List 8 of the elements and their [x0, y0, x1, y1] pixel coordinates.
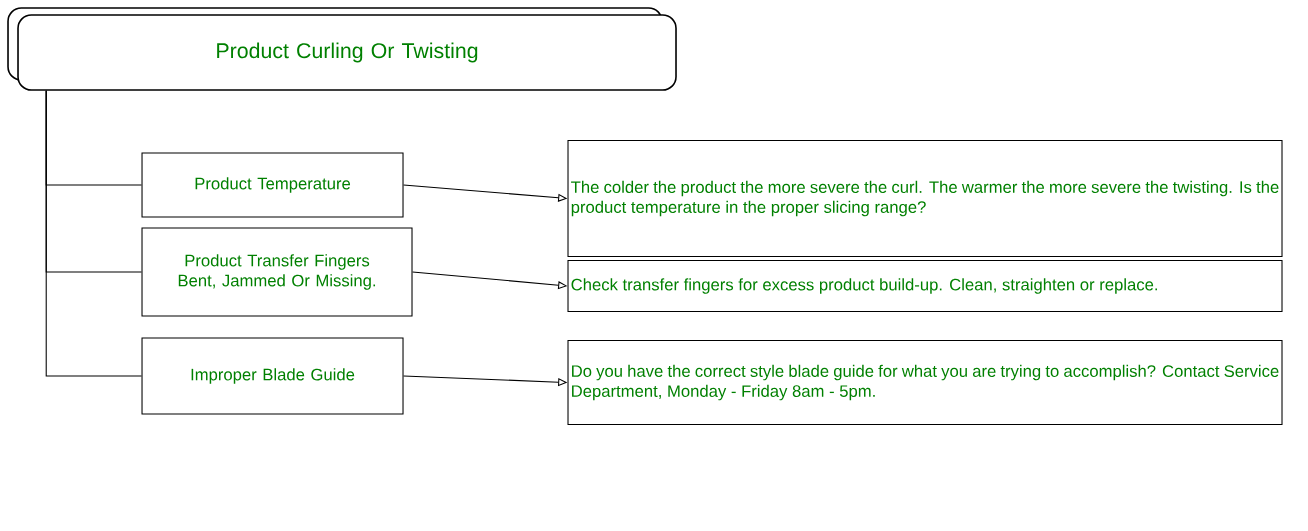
answer-box: Check transfer fingers for excess product build-up. Clean, straighten or replace.	[567, 260, 1283, 313]
cause-box: Improper Blade Guide	[141, 337, 404, 415]
answer-box: Do you have the correct style blade guide for what you are trying to accomplish? Contact Service Department, Monday - Friday 8am - 5pm.	[567, 340, 1283, 426]
cause-box: Product Temperature	[141, 152, 404, 218]
cause-box: Product Transfer Fingers Bent, Jammed Or Missing.	[141, 227, 413, 317]
answer-box: The colder the product the more severe the curl. The warmer the more severe the twisting. Is the product temperature in the proper slicing range?	[567, 140, 1283, 258]
connector-line	[45, 90, 143, 377]
title-box: Product Curling Or Twisting	[7, 7, 677, 91]
